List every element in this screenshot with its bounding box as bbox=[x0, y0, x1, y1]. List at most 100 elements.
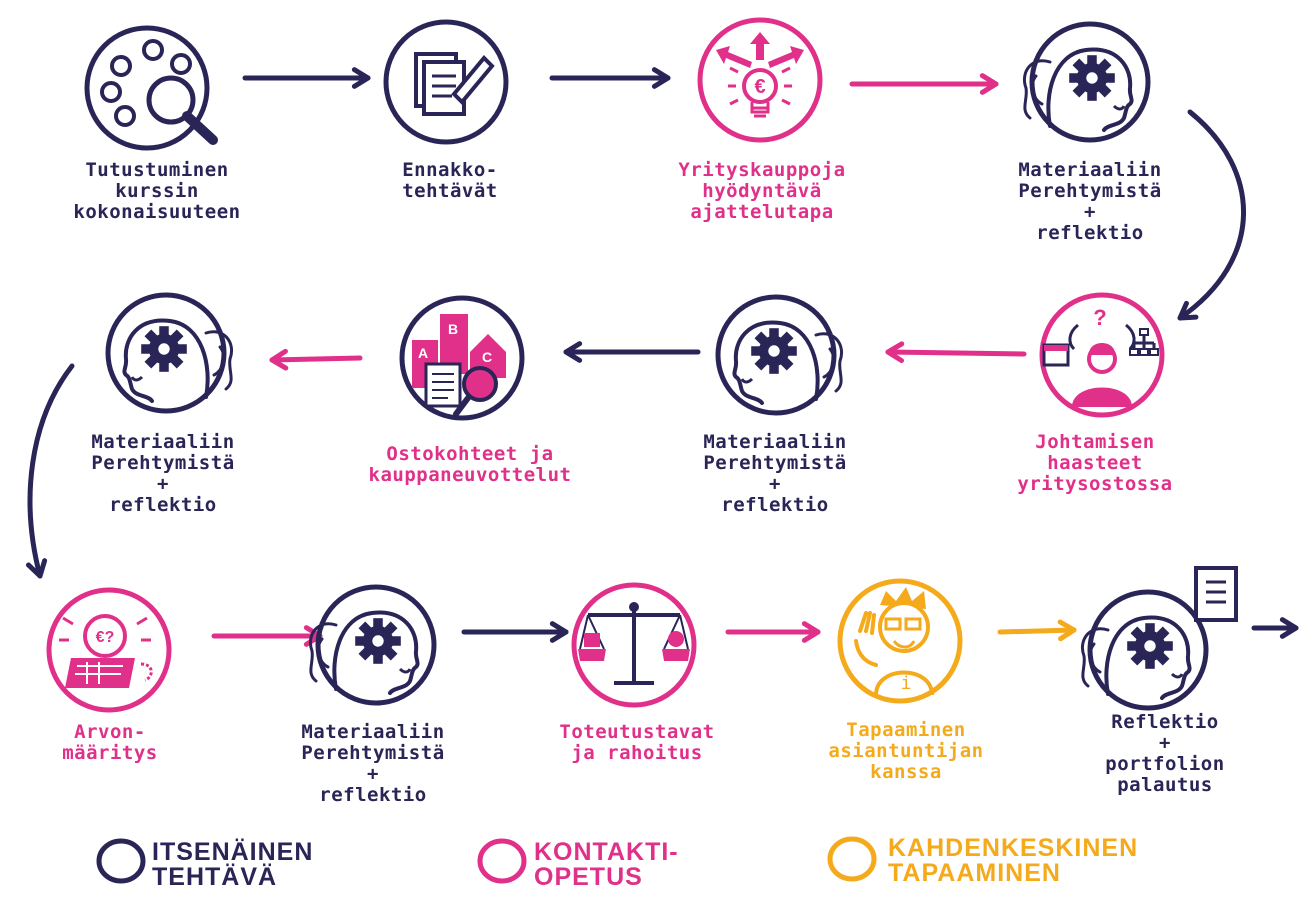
flow-arrow bbox=[1177, 109, 1246, 321]
arrow-head bbox=[269, 348, 289, 371]
flow-arrow bbox=[885, 349, 1027, 357]
step-label-implementation-financing: Toteutustavat ja rahoitus bbox=[552, 722, 722, 764]
svg-text:B: B bbox=[448, 321, 458, 337]
label-line: ja rahoitus bbox=[571, 742, 703, 764]
head-gear-icon bbox=[310, 587, 434, 703]
legend-self-study-circle bbox=[96, 838, 146, 884]
legend-contact-teaching: KONTAKTI- OPETUS bbox=[534, 840, 679, 890]
label-line: Reflektio bbox=[1111, 711, 1219, 733]
label-line: Ennakko- bbox=[402, 159, 498, 181]
label-line: Toteutustavat bbox=[559, 721, 715, 743]
legend-one-on-one-meeting: KAHDENKESKINEN TAPAAMINEN bbox=[888, 836, 1138, 886]
label-line: palautus bbox=[1117, 774, 1213, 796]
flow-arrows bbox=[25, 67, 1299, 647]
svg-text:i: i bbox=[901, 673, 912, 694]
arrow-head bbox=[549, 621, 569, 643]
legend-line: KAHDENKESKINEN bbox=[888, 834, 1139, 862]
svg-text:?: ? bbox=[1093, 305, 1106, 330]
crystal-ball-euro-icon: €? bbox=[46, 587, 172, 713]
legend-line: TAPAAMINEN bbox=[888, 859, 1061, 887]
head-gear-document-icon bbox=[1082, 566, 1238, 708]
label-line: Tapaaminen bbox=[846, 719, 966, 741]
label-line: + bbox=[157, 473, 169, 495]
svg-text:A: A bbox=[418, 345, 428, 361]
svg-text:€?: €? bbox=[96, 629, 115, 646]
flow-arrow bbox=[27, 363, 75, 579]
step-label-material-3: Materiaaliin Perehtymistä + reflektio bbox=[88, 432, 238, 516]
label-line: Arvon- bbox=[74, 721, 146, 743]
arrow-head bbox=[351, 67, 371, 89]
label-line: portfolion bbox=[1105, 753, 1225, 775]
arrow-head bbox=[1177, 300, 1199, 321]
label-line: Tutustuminen bbox=[85, 159, 229, 181]
arrow-head bbox=[1279, 617, 1299, 639]
label-line: määritys bbox=[62, 742, 158, 764]
label-line: asiantuntijan bbox=[828, 740, 984, 762]
label-line: kauppaneuvottelut bbox=[368, 464, 572, 486]
label-line: + bbox=[1084, 201, 1096, 223]
flow-arrow bbox=[997, 627, 1077, 635]
legend-line: OPETUS bbox=[534, 863, 643, 891]
label-line: reflektio bbox=[319, 784, 427, 806]
step-label-material-4: Materiaaliin Perehtymistä + reflektio bbox=[298, 722, 448, 806]
label-line: Materiaaliin bbox=[301, 721, 445, 743]
label-line: kokonaisuuteen bbox=[73, 201, 241, 223]
label-line: Materiaaliin bbox=[1018, 159, 1162, 181]
step-label-material-1: Materiaaliin Perehtymistä + reflektio bbox=[1015, 160, 1165, 244]
step-label-mindset: Yrityskauppoja hyödyntävä ajattelutapa bbox=[672, 160, 852, 223]
label-line: reflektio bbox=[1036, 222, 1144, 244]
step-label-valuation: Arvon- määritys bbox=[60, 722, 160, 764]
label-line: Materiaaliin bbox=[703, 431, 847, 453]
svg-text:C: C bbox=[482, 349, 492, 365]
label-line: reflektio bbox=[109, 494, 217, 516]
label-line: Yrityskauppoja bbox=[678, 159, 846, 181]
label-line: Johtamisen bbox=[1035, 431, 1155, 453]
label-line: yritysostossa bbox=[1017, 473, 1173, 495]
arrow-head bbox=[1057, 619, 1077, 642]
label-line: Perehtymistä bbox=[1018, 180, 1162, 202]
label-line: tehtävät bbox=[402, 180, 498, 202]
label-line: hyödyntävä bbox=[702, 180, 822, 202]
euro-lightbulb-arrows-icon: € bbox=[697, 17, 823, 143]
step-label-targets-negotiations: Ostokohteet ja kauppaneuvottelut bbox=[345, 444, 595, 486]
balance-scale-icon bbox=[571, 582, 697, 708]
magnifier-circles-icon bbox=[84, 25, 218, 151]
label-line: kurssin bbox=[115, 180, 199, 202]
label-line: Materiaaliin bbox=[91, 431, 235, 453]
legend-meeting-circle bbox=[827, 836, 877, 882]
step-label-leadership: Johtamisen haasteet yritysostossa bbox=[1015, 432, 1175, 495]
step-label-expert-meeting: Tapaaminen asiantuntijan kanssa bbox=[826, 720, 986, 783]
arrow-head bbox=[885, 341, 905, 364]
head-gear-icon bbox=[1024, 24, 1148, 140]
step-label-pre-assignments: Ennakko- tehtävät bbox=[385, 160, 515, 202]
manager-question-icon: ? bbox=[1039, 292, 1165, 418]
label-line: kanssa bbox=[870, 761, 942, 783]
flow-arrow bbox=[269, 355, 363, 363]
legend-contact-teaching-circle bbox=[477, 838, 527, 884]
label-line: + bbox=[769, 473, 781, 495]
svg-text:€: € bbox=[754, 76, 765, 98]
abc-buildings-magnifier-icon: A B C bbox=[399, 295, 525, 421]
head-gear-icon bbox=[718, 297, 842, 413]
label-line: + bbox=[367, 763, 379, 785]
arrow-head bbox=[651, 67, 671, 89]
label-line: + bbox=[1159, 732, 1171, 754]
label-line: Perehtymistä bbox=[91, 452, 235, 474]
arrow-head bbox=[25, 558, 48, 579]
documents-pencil-icon bbox=[383, 19, 509, 145]
label-line: Perehtymistä bbox=[703, 452, 847, 474]
arrow-head bbox=[563, 341, 583, 363]
expert-waving-icon: i bbox=[837, 578, 963, 704]
label-line: reflektio bbox=[721, 494, 829, 516]
step-label-material-2: Materiaaliin Perehtymistä + reflektio bbox=[700, 432, 850, 516]
step-label-portfolio: Reflektio + portfolion palautus bbox=[1100, 712, 1230, 796]
label-line: ajattelutapa bbox=[690, 201, 834, 223]
arrow-head bbox=[801, 621, 821, 643]
head-gear-icon bbox=[108, 295, 232, 411]
legend-self-study: ITSENÄINEN TEHTÄVÄ bbox=[152, 840, 313, 890]
label-line: Ostokohteet ja bbox=[386, 443, 554, 465]
legend-line: TEHTÄVÄ bbox=[152, 863, 278, 891]
legend-line: KONTAKTI- bbox=[534, 838, 679, 866]
